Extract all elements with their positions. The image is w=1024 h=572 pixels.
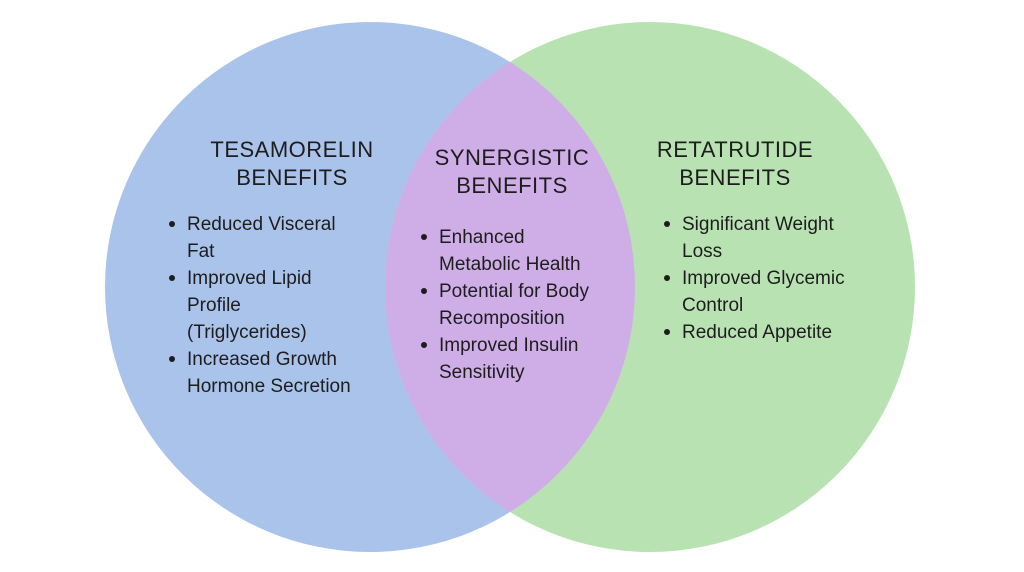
tesamorelin-heading-line1: TESAMORELIN xyxy=(210,137,374,162)
synergistic-heading-line2: BENEFITS xyxy=(456,173,568,198)
list-item: Enhanced Metabolic Health xyxy=(421,224,654,278)
overlap-region xyxy=(385,22,635,552)
retatrutide-heading: RETATRUTIDE BENEFITS xyxy=(636,136,834,192)
tesamorelin-heading-line2: BENEFITS xyxy=(236,165,348,190)
list-item: Potential for Body Recomposition xyxy=(421,278,654,332)
list-item: Increased Growth Hormone Secretion xyxy=(169,346,402,400)
retatrutide-heading-line1: RETATRUTIDE xyxy=(656,137,814,162)
list-item: Significant Weight Loss xyxy=(664,211,912,265)
synergistic-heading: SYNERGISTIC BENEFITS xyxy=(419,144,605,200)
tesamorelin-heading: TESAMORELIN BENEFITS xyxy=(196,136,388,192)
list-item: Improved Glycemic Control xyxy=(664,265,912,319)
retatrutide-heading-line2: BENEFITS xyxy=(679,165,791,190)
list-item: Reduced Visceral Fat xyxy=(169,211,402,265)
synergistic-heading-line1: SYNERGISTIC xyxy=(434,145,590,170)
list-item: Improved Lipid Profile (Triglycerides) xyxy=(169,265,402,346)
retatrutide-benefit-list: Significant Weight Loss Improved Glycemi… xyxy=(662,211,912,346)
tesamorelin-benefit-list: Reduced Visceral Fat Improved Lipid Prof… xyxy=(167,211,402,400)
list-item: Improved Insulin Sensitivity xyxy=(421,332,654,386)
list-item: Reduced Appetite xyxy=(664,319,912,346)
synergistic-benefit-list: Enhanced Metabolic Health Potential for … xyxy=(419,224,654,386)
